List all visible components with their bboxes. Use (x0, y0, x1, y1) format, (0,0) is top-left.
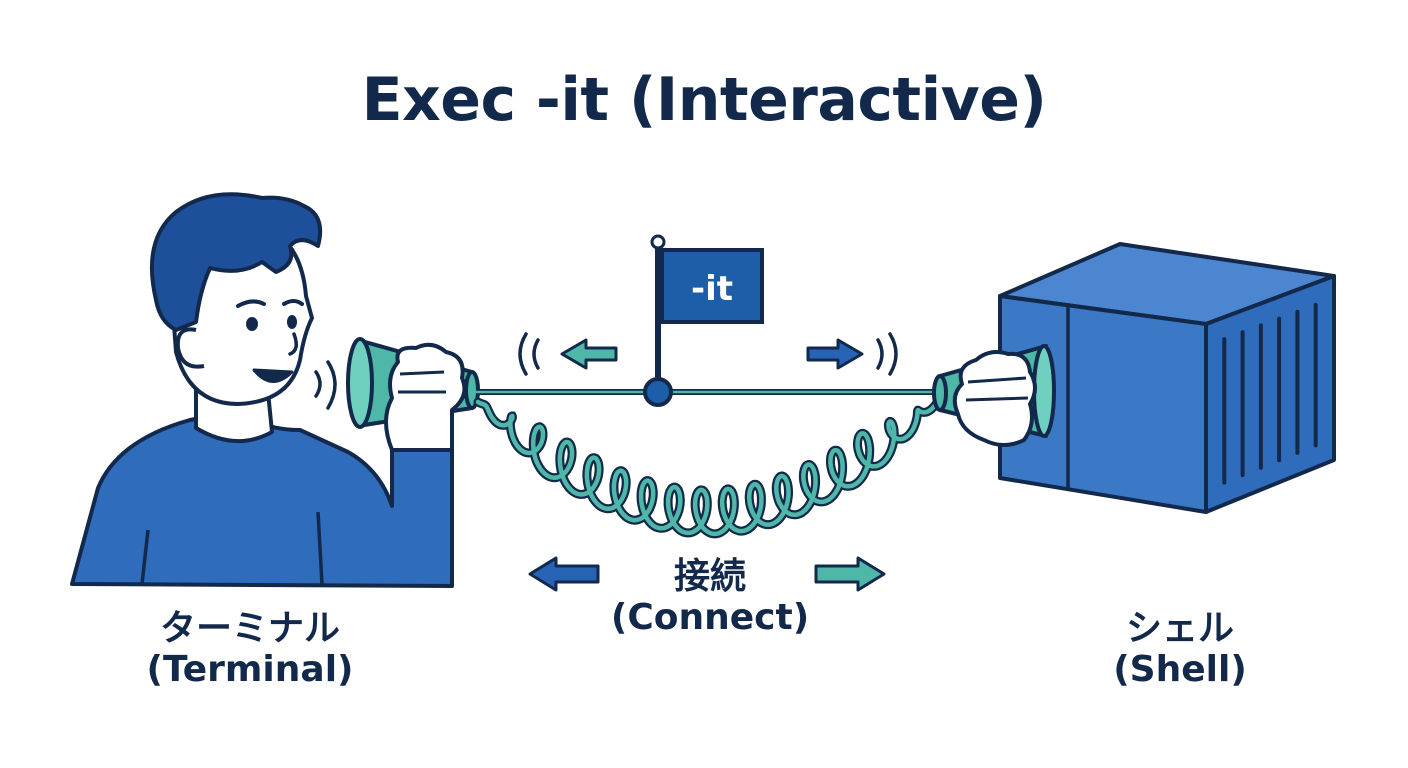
person-brow-right (282, 299, 304, 306)
signal-wave-icon (532, 338, 540, 370)
shirt-fold (140, 529, 150, 585)
flag-pole-top (650, 234, 666, 250)
right-hand-fingers (965, 376, 1029, 402)
container-box (998, 242, 1336, 514)
coiled-cable-highlight (475, 399, 941, 537)
connect-label-en: (Connect) (610, 597, 810, 639)
left-cup-mouth (346, 337, 374, 429)
person-eye-left (246, 317, 258, 331)
person-eye-right (287, 315, 297, 329)
connect-arrow-right-icon (814, 556, 886, 592)
person-figure (70, 192, 454, 588)
flag-label: -it (691, 269, 733, 309)
signal-wave-icon (518, 332, 528, 376)
signal-left (518, 332, 618, 376)
left-hand-fingers (398, 370, 446, 394)
shell-label-ja: シェル (1125, 608, 1234, 649)
right-cup-base (932, 374, 948, 412)
signal-wave-icon (876, 338, 884, 370)
sound-wave-icon (314, 370, 322, 398)
diagram-title: Exec -it (Interactive) (361, 65, 1047, 135)
connect-label-ja: 接続 (673, 556, 746, 597)
flag-banner (660, 248, 764, 324)
signal-wave-icon (888, 332, 898, 376)
person-ear (175, 327, 205, 369)
shell-label-en: (Shell) (1113, 649, 1247, 691)
person-nose (288, 332, 298, 356)
left-hand (384, 342, 467, 452)
arrow-left-icon (560, 338, 618, 370)
terminal-label-en: (Terminal) (146, 649, 354, 691)
it-flag: -it (643, 234, 764, 407)
terminal-label: ターミナル (Terminal) (100, 608, 400, 691)
connect-label: 接続 (Connect) (560, 556, 860, 639)
person-mouth (252, 368, 294, 383)
right-cup-phone (932, 344, 1056, 447)
right-cup-mouth (1032, 344, 1056, 438)
terminal-label-ja: ターミナル (159, 608, 340, 649)
shell-label: シェル (Shell) (1030, 608, 1330, 691)
left-cup-phone (346, 337, 480, 452)
flag-joint (643, 377, 673, 407)
person-brow-left (236, 299, 266, 308)
person-hair (149, 192, 323, 332)
arrow-right-icon (806, 338, 864, 370)
shirt-fold (316, 511, 324, 585)
signal-right (806, 332, 898, 376)
connect-arrow-left-icon (528, 556, 600, 592)
container-ribs (1222, 302, 1318, 485)
sound-wave-icon (326, 360, 337, 410)
